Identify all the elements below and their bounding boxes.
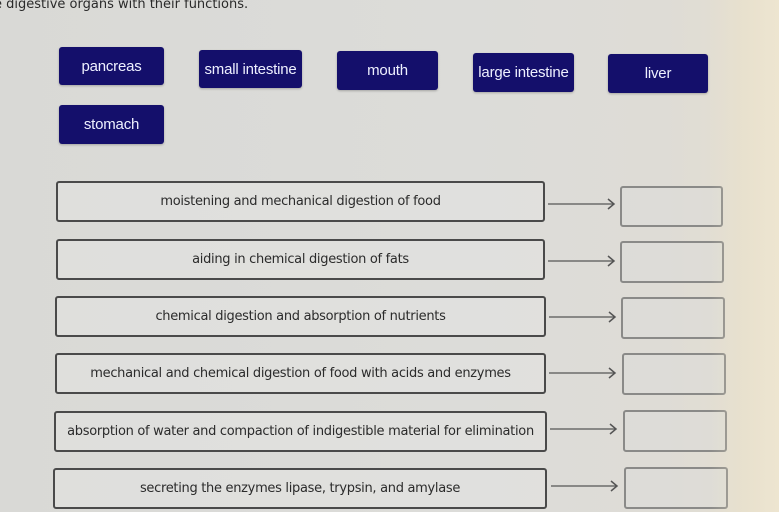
arrow-right-icon — [551, 480, 621, 492]
chip-label: liver — [644, 65, 672, 82]
function-box-3: chemical digestion and absorption of nut… — [55, 296, 546, 337]
chip-liver[interactable]: liver — [608, 54, 708, 93]
function-label: moistening and mechanical digestion of f… — [160, 194, 441, 209]
arrow-right-icon — [549, 311, 619, 323]
function-label: chemical digestion and absorption of nut… — [155, 309, 446, 324]
function-box-6: secreting the enzymes lipase, trypsin, a… — [53, 468, 547, 509]
function-box-4: mechanical and chemical digestion of foo… — [55, 353, 546, 394]
arrow-right-icon — [549, 367, 619, 379]
arrow-right-icon — [548, 198, 618, 210]
function-label: secreting the enzymes lipase, trypsin, a… — [139, 481, 461, 496]
drop-target-2[interactable] — [620, 241, 724, 283]
function-label: aiding in chemical digestion of fats — [192, 252, 409, 267]
chip-large-intestine[interactable]: large intestine — [473, 53, 574, 92]
function-box-2: aiding in chemical digestion of fats — [56, 239, 545, 280]
arrow-right-icon — [548, 255, 618, 267]
chip-label: pancreas — [81, 57, 142, 75]
arrow-right-icon — [550, 423, 620, 435]
instruction-text: e digestive organs with their functions. — [0, 0, 249, 12]
chip-label: small intestine — [204, 60, 297, 78]
drop-target-6[interactable] — [624, 467, 728, 509]
chip-small-intestine[interactable]: small intestine — [199, 50, 302, 88]
function-label: absorption of water and compaction of in… — [67, 424, 534, 439]
chip-label: stomach — [83, 116, 140, 133]
function-box-1: moistening and mechanical digestion of f… — [56, 181, 545, 222]
drop-target-1[interactable] — [620, 186, 723, 227]
drop-target-3[interactable] — [621, 297, 725, 339]
function-box-5: absorption of water and compaction of in… — [54, 411, 547, 452]
function-label: mechanical and chemical digestion of foo… — [90, 366, 511, 381]
drop-target-5[interactable] — [623, 410, 727, 452]
chip-label: mouth — [367, 62, 408, 79]
drop-target-4[interactable] — [622, 353, 726, 395]
chip-stomach[interactable]: stomach — [59, 105, 164, 144]
chip-mouth[interactable]: mouth — [337, 51, 438, 90]
chip-pancreas[interactable]: pancreas — [59, 47, 164, 85]
chip-label: large intestine — [478, 64, 569, 81]
